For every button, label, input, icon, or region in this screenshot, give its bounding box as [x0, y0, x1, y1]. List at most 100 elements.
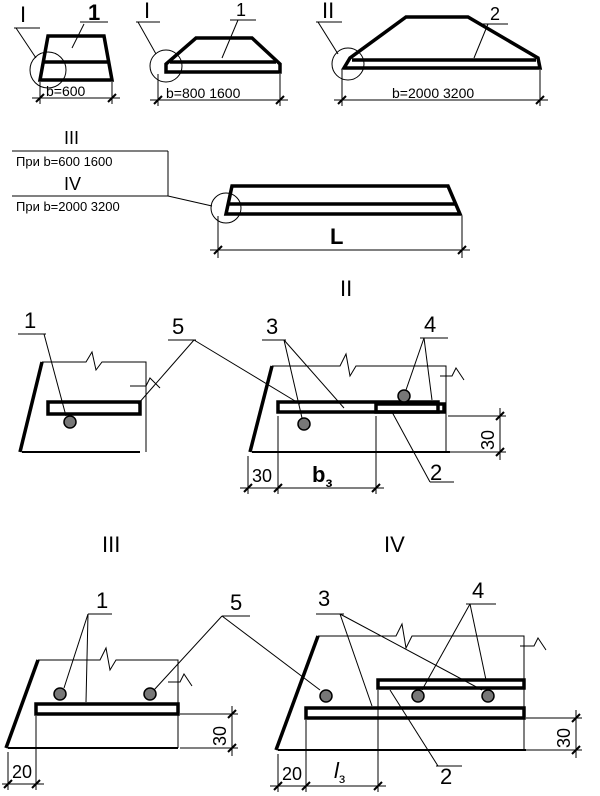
callout-label: I: [144, 0, 150, 23]
leader-line: [389, 689, 439, 767]
legend-iv-title: IV: [64, 174, 81, 194]
detail-iv: IV 3 4 2 20 lз 30: [270, 532, 582, 792]
dimension-tick: [457, 245, 467, 255]
rebar-bar: [411, 689, 425, 703]
leader-line: [423, 337, 433, 401]
mesh-label: 5: [172, 314, 184, 339]
dimension-tick: [371, 483, 381, 493]
position-number: 1: [88, 0, 100, 25]
rebar-bar: [53, 687, 67, 701]
mesh-strip: [304, 706, 526, 720]
legend-iii-title: III: [64, 128, 79, 148]
width-dimension: bз: [312, 462, 332, 490]
spacer-label: 3: [266, 314, 278, 339]
break-line: [130, 377, 161, 389]
break-line: [42, 350, 147, 452]
dimension-tick: [301, 781, 311, 791]
dimension-tick: [273, 781, 283, 791]
mesh-label: 2: [430, 460, 442, 485]
leader-line: [405, 337, 425, 391]
bars-label: 4: [424, 312, 436, 337]
position-number: 2: [490, 4, 500, 24]
section-view-b800-1600: I 1 b=800 1600: [136, 0, 288, 106]
leader-line: [283, 339, 345, 409]
mesh-strip: [276, 400, 440, 414]
break-line: [520, 637, 547, 651]
dimension-tick: [571, 713, 581, 723]
dimension-tick: [275, 95, 285, 105]
leader-line: [317, 21, 339, 55]
section-view-b600: I 1 b=600: [14, 0, 120, 104]
break-line: [38, 646, 179, 748]
legend-iii-range: При b=600 1600: [16, 154, 113, 169]
rebar-bar: [143, 687, 157, 701]
leader-line: [15, 27, 37, 59]
leader-line: [339, 613, 483, 691]
height-dimension: 30: [210, 726, 230, 746]
position-number: 1: [236, 0, 246, 20]
leader-line: [283, 339, 303, 419]
dimension-tick: [35, 93, 45, 103]
dimension-tick: [243, 483, 253, 493]
width-dimension: lз: [334, 758, 345, 786]
leader-line: [221, 615, 321, 691]
dimension-tick: [495, 447, 505, 457]
legend-iv-range: При b=2000 3200: [16, 199, 120, 214]
detail-callout-circle: [331, 47, 365, 81]
leader-line: [71, 23, 85, 49]
rebar-bar: [481, 689, 495, 703]
detail-callout-circle: [210, 192, 242, 224]
mesh-strip: [34, 702, 180, 716]
rebar-bar: [319, 689, 333, 703]
leader-line: [469, 603, 487, 681]
slab-edge: [4, 659, 40, 749]
break-line: [440, 367, 465, 381]
width-label: b=600: [46, 83, 86, 99]
edge-dimension: 20: [282, 764, 302, 784]
dimension-tick: [535, 95, 545, 105]
dimension-tick: [227, 709, 237, 719]
dimension-tick: [107, 93, 117, 103]
mesh-label: 5: [230, 590, 242, 615]
slab-edge: [274, 635, 320, 751]
slab-outline: [37, 34, 115, 82]
detail-iii: III 1 5 20 30: [2, 532, 321, 790]
edge-dimension: 30: [252, 466, 272, 486]
leader-line: [137, 21, 157, 55]
detail-callout-circle: [29, 51, 67, 89]
leader-line: [339, 613, 373, 707]
dimension-tick: [3, 779, 13, 789]
leader-line: [391, 411, 431, 483]
detail-callout-circle: [149, 49, 183, 83]
height-dimension: 30: [478, 430, 498, 450]
callout-label: I: [20, 2, 26, 27]
dimension-tick: [571, 745, 581, 755]
leader-line: [167, 195, 213, 207]
width-label: b=2000 3200: [392, 85, 474, 101]
section-view-b2000-3200: II 2 b=2000 3200: [316, 0, 548, 106]
leader-line: [43, 333, 67, 417]
leader-line: [85, 613, 89, 703]
leader-line: [153, 615, 223, 691]
leader-line: [137, 339, 195, 405]
detail-ii: II 1 5 3 4 2: [18, 276, 506, 494]
height-dimension: 30: [554, 728, 574, 748]
slab-outline: [164, 36, 282, 74]
slab-long-outline: [223, 184, 463, 216]
dimension-tick: [373, 781, 383, 791]
detail-title: III: [102, 532, 120, 557]
slab-edge: [18, 361, 44, 453]
slab-outline: [340, 15, 543, 70]
edge-dimension: 20: [12, 762, 32, 782]
leader-line: [473, 23, 489, 59]
detail-title: II: [340, 276, 352, 301]
leader-line: [421, 603, 471, 691]
callout-label: II: [322, 0, 334, 23]
bars-label: 1: [96, 588, 108, 613]
break-line: [318, 622, 525, 654]
slab-edge: [248, 365, 274, 453]
leader-line: [221, 19, 239, 59]
break-line: [168, 673, 193, 687]
mesh-strip-upper: [374, 402, 446, 414]
